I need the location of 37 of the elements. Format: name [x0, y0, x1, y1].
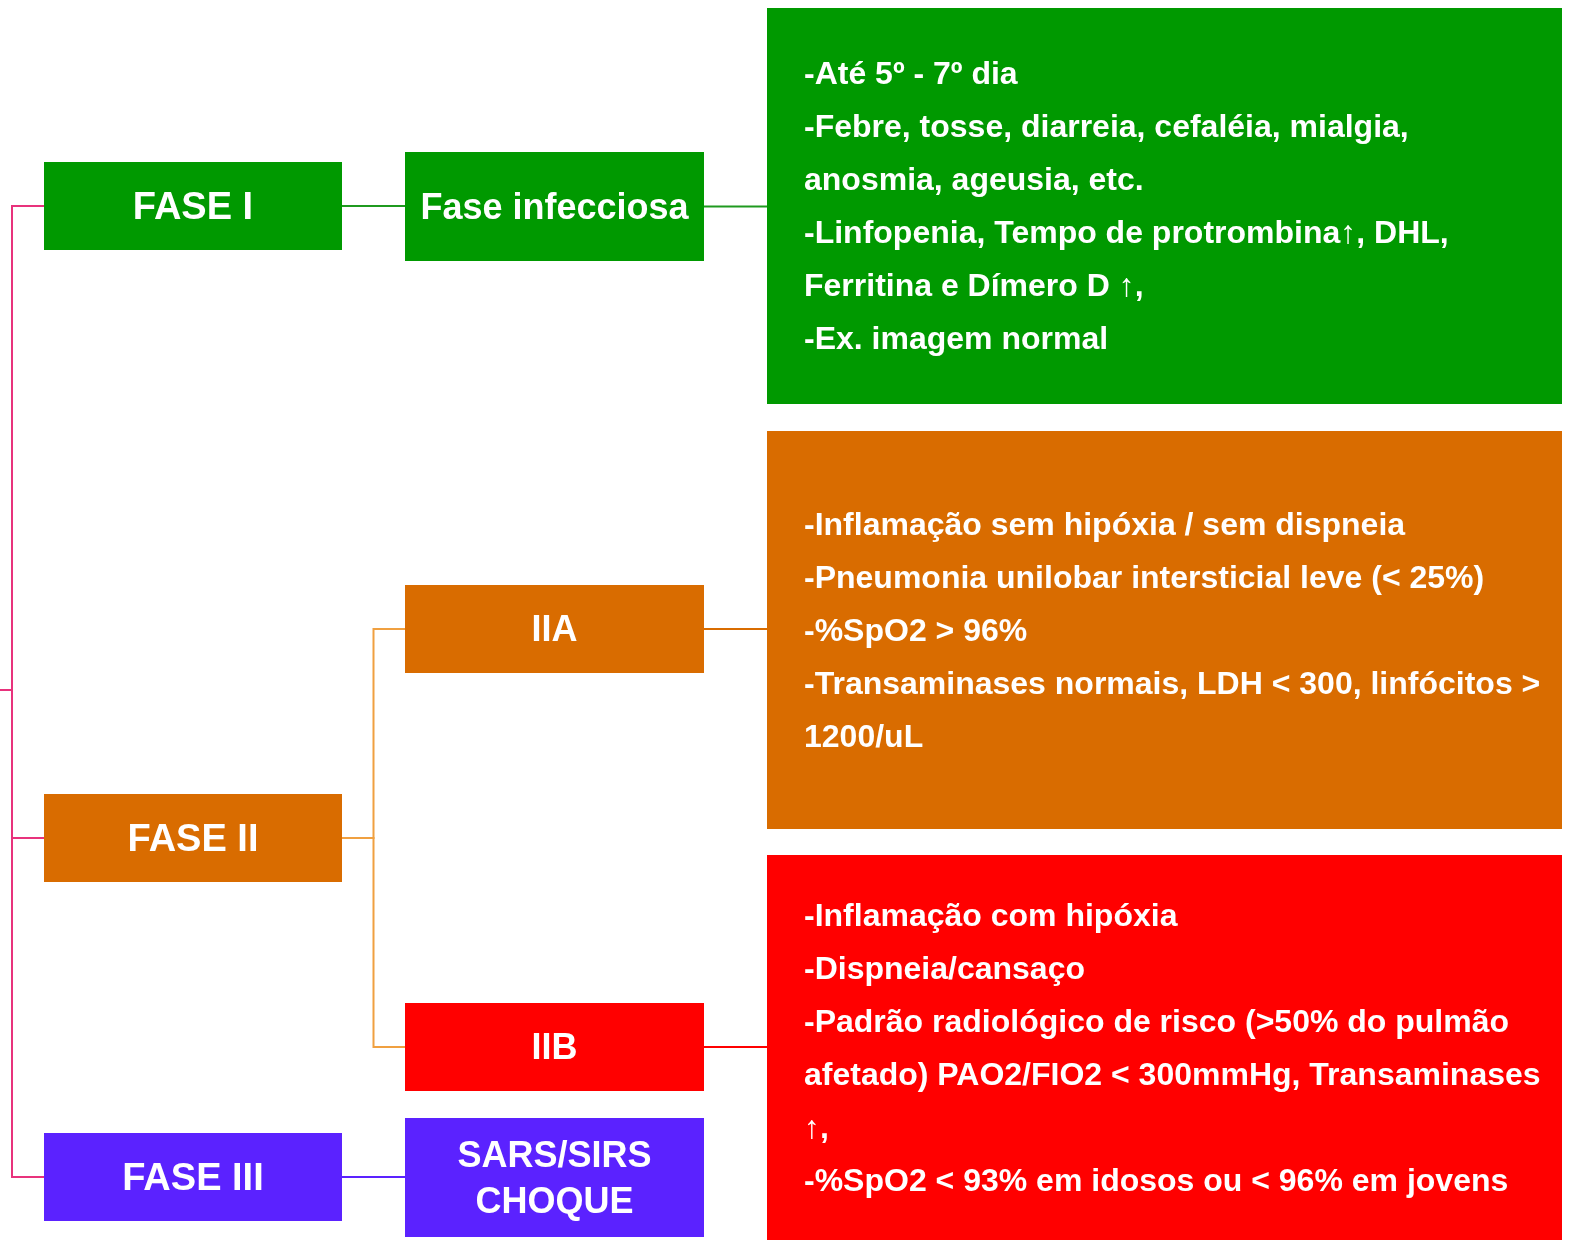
list-item: -Até 5º - 7º dia	[804, 54, 1018, 93]
phase-label: IIB	[531, 1025, 578, 1069]
phase-label: CHOQUE	[475, 1178, 634, 1223]
phase-box	[44, 1133, 342, 1221]
description-box	[767, 8, 1562, 404]
phase-box	[405, 1118, 704, 1237]
phase-label: FASE I	[132, 184, 254, 228]
phase-box	[405, 152, 704, 261]
connector-line	[0, 689, 45, 1178]
list-item: -%SpO2 < 93% em idosos ou < 96% em jovens	[804, 1160, 1509, 1200]
phase-label: FASE III	[122, 1155, 264, 1199]
connector-line	[341, 1176, 406, 1178]
phase-label: SARS/SIRS	[457, 1132, 652, 1177]
connector-line	[341, 205, 406, 207]
list-item: -Febre, tosse, diarreia, cefaléia, mialgia, anosmia, ageusia, etc.	[804, 107, 1410, 199]
connector-line	[703, 1046, 768, 1048]
phase-label: IIA	[531, 607, 578, 651]
connector-line	[703, 628, 768, 630]
list-item: -Linfopenia, Tempo de protrombina↑, DHL, Ferritina e Dímero D ↑,	[804, 213, 1450, 305]
description-box	[767, 855, 1562, 1240]
list-item: -Inflamação sem hipóxia / sem dispneia	[804, 504, 1406, 544]
list-item: -Padrão radiológico de risco (>50% do pulmão afetado) PAO2/FIO2 < 300mmHg, Transaminases ↑,	[804, 1001, 1542, 1147]
list-item: -Pneumonia unilobar intersticial leve (< 25%)	[804, 557, 1485, 597]
list-item: -Inflamação com hipóxia	[804, 895, 1178, 935]
connector-line	[341, 837, 406, 1048]
connector-line	[703, 205, 768, 208]
phase-box	[405, 585, 704, 673]
list-item: -%SpO2 > 96%	[804, 610, 1028, 650]
phase-box	[44, 162, 342, 250]
list-item: -Dispneia/cansaço	[804, 948, 1085, 988]
phase-box	[405, 1003, 704, 1091]
phase-label: Fase infecciosa	[420, 184, 689, 229]
list-item: -Transaminases normais, LDH < 300, linfócitos > 1200/uL	[804, 663, 1542, 756]
description-box	[767, 431, 1562, 829]
list-item: -Ex. imagem normal	[804, 319, 1109, 358]
phase-label: FASE II	[127, 816, 259, 860]
phase-box	[44, 794, 342, 882]
